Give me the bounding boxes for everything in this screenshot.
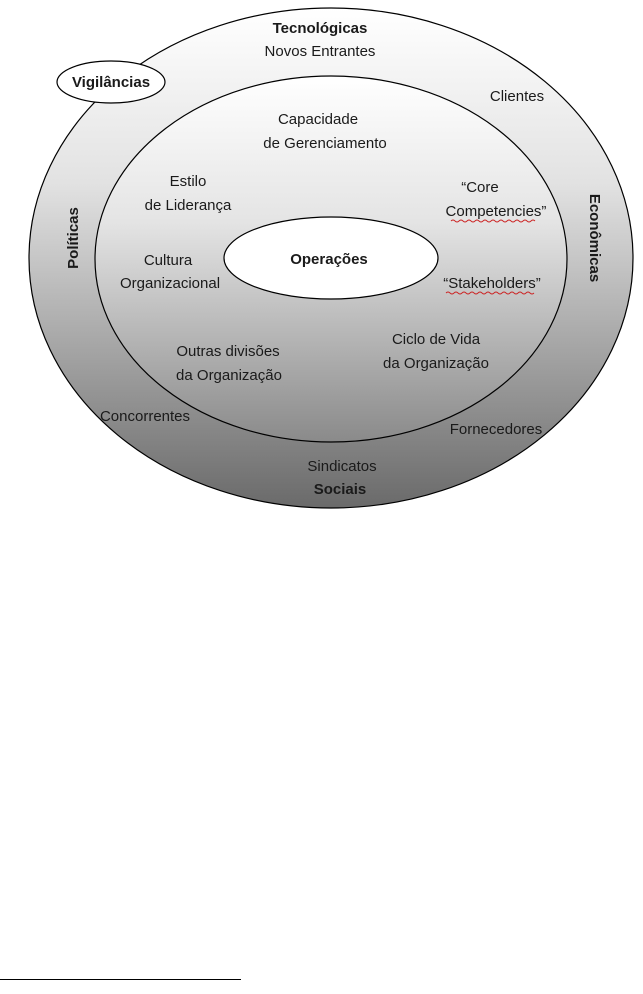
organizacional-label: Organizacional	[120, 275, 220, 292]
operacoes-label: Operações	[290, 251, 368, 268]
cultura-label: Cultura	[144, 252, 193, 269]
core-label: “Core	[461, 179, 499, 196]
footnote-separator	[0, 979, 241, 980]
da-organizacao-label: da Organização	[176, 367, 282, 384]
clientes-label: Clientes	[490, 88, 544, 105]
concorrentes-label: Concorrentes	[100, 408, 190, 425]
novos-entrantes-label: Novos Entrantes	[265, 43, 376, 60]
politicas-label: Políticas	[65, 207, 82, 269]
gerenciamento-label: de Gerenciamento	[263, 135, 386, 152]
sindicatos-label: Sindicatos	[307, 458, 376, 475]
stakeholders-label: “Stakeholders”	[443, 275, 541, 292]
vigilancias-label: Vigilâncias	[72, 74, 150, 91]
tecnologicas-label: Tecnológicas	[273, 20, 368, 37]
ciclo-de-vida-label: Ciclo de Vida	[392, 331, 481, 348]
outras-divisoes-label: Outras divisões	[176, 343, 279, 360]
economicas-label: Econômicas	[586, 194, 603, 282]
estilo-label: Estilo	[170, 173, 207, 190]
ciclo-organizacao-label: da Organização	[383, 355, 489, 372]
fornecedores-label: Fornecedores	[450, 421, 543, 438]
sociais-label: Sociais	[314, 481, 367, 498]
competencies-label: Competencies”	[446, 203, 547, 220]
capacidade-label: Capacidade	[278, 111, 358, 128]
lideranca-label: de Liderança	[145, 197, 232, 214]
